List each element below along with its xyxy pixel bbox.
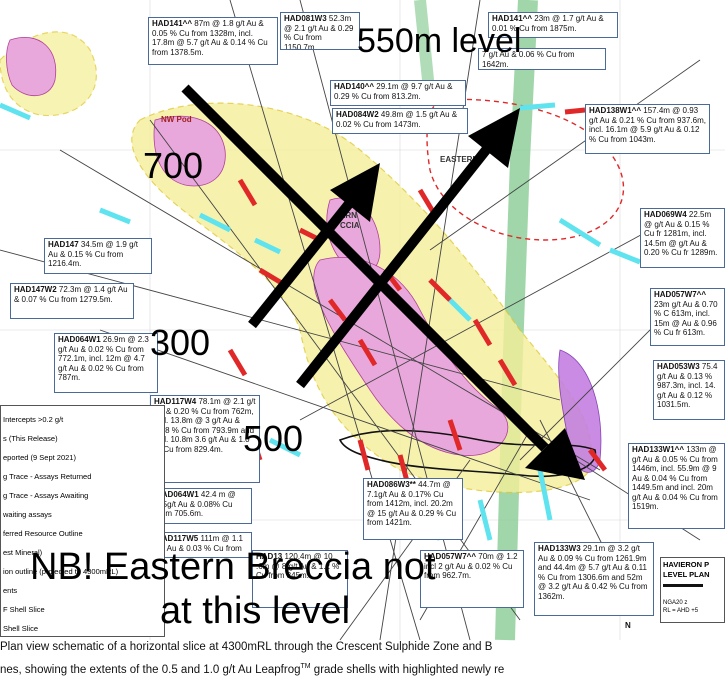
legend-item: Shell Slice [3,624,39,633]
legend-item: g Trace - Assays Awaiting [3,491,89,500]
arrow-head-500-icon [525,428,585,480]
callout-had117w5: HAD117W5 111m @ 1.1 g/t Au & 0.03 % Cu f… [152,532,252,558]
rl-label: RL = AHD +5 [663,608,699,614]
annotation-note-line2: at this level [160,590,351,632]
callout-had057w7: HAD057W7^^ 23m g/t Au & 0.70 % C 613m, i… [650,288,725,346]
callout-had053w3: HAD053W3 75.4 g/t Au & 0.13 % 987.3m, in… [653,360,725,420]
arrow-head-700-icon [468,108,520,168]
callout-had064w1: HAD064W1 26.9m @ 2.3 g/t Au & 0.02 % Cu … [54,333,158,393]
annotation-550m-level: 550m level [357,22,522,60]
map-legend: Intercepts >0.2 g/t s (This Release) epo… [0,405,165,637]
arrow-head-300-icon [330,163,380,222]
eastern-label: EASTERN [440,155,478,164]
callout-had057w7b: HAD057W7^^ 70m @ 1.2 incl 2 g/t Au & 0.0… [420,550,524,608]
callout-had141c: 7 g/t Au & 0.06 % Cu from 1642m. [478,48,606,70]
callout-had138w1: HAD138W1^^ 157.4m @ 0.93 g/t Au & 0.21 %… [585,104,710,154]
callout-had141b: HAD141^^ 23m @ 1.7 g/t Au & 0.01 % Cu fr… [488,12,618,38]
breccia-outline [426,98,625,241]
legend-item: ion outline (projected to 4300mRL) [3,567,119,576]
annotation-note-line1: NB! Eastern Breccia not [30,546,436,588]
north-symbol: N [625,621,631,630]
legend-item: est Mineral) [3,548,43,557]
annotation-500: 500 [243,418,304,459]
plan-title-line2: LEVEL PLAN [663,570,710,579]
figure-caption: Plan view schematic of a horizontal slic… [0,638,725,680]
callout-had086w3: HAD086W3** 44.7m @ 7.1g/t Au & 0.17% Cu … [363,478,463,540]
scale-label: NGA20 z [663,600,688,606]
callout-had13x: HAD13 120.4m @ 10 .6m @ 8 g/t Au & 1.2 %… [252,550,348,608]
callout-had064w1b: HAD064W1 42.4 m @ 2.5g/t Au & 0.08% Cu f… [152,488,252,524]
callout-had140: HAD140^^ 29.1m @ 9.7 g/t Au & 0.29 % Cu … [330,80,466,106]
legend-item: waiting assays [3,510,52,519]
callout-had081w3: HAD081W3 52.3m @ 2.1 g/t Au & 0.29 % Cu … [280,12,360,50]
resource-outline [338,429,597,478]
annotation-700: 700 [143,145,204,186]
scale-bar [663,584,703,599]
callout-had147w2: HAD147W2 72.3m @ 1.4 g/t Au & 0.07 % Cu … [10,283,134,319]
nw-pod-label: NW Pod [161,115,192,124]
plan-title-line1: HAVIERON P [663,560,710,569]
annotation-arrows [181,84,585,480]
callout-had117w4: HAD117W4 78.1m @ 2.1 g/t Au & 0.20 % Cu … [150,395,260,483]
annotation-300: 300 [150,322,211,363]
caption-line1: Plan view schematic of a horizontal slic… [0,641,493,653]
legend-item: eported (9 Sept 2021) [3,453,76,462]
callout-had084w2: HAD084W2 49.8m @ 1.5 g/t Au & 0.02 % Cu … [332,108,468,134]
legend-item: F Shell Slice [3,605,45,614]
callout-had141: HAD141^^ 87m @ 1.8 g/t Au & 0.05 % Cu fr… [148,17,278,65]
breccia-fragment-1: ERN [340,211,357,220]
legend-item: g Trace - Assays Returned [3,472,92,481]
callout-had147: HAD147 34.5m @ 1.9 g/t Au & 0.15 % Cu fr… [44,238,152,274]
legend-item: Intercepts >0.2 g/t [3,415,64,424]
legend-item: ferred Resource Outline [3,529,83,538]
legend-item: ents [3,586,18,595]
caption-line2: nes, showing the extents of the 0.5 and … [0,663,505,676]
legend-item: s (This Release) [3,434,58,443]
breccia-fragment-2: CCIA [340,221,360,230]
callout-had069w4: HAD069W4 22.5m @ g/t Au & 0.15 % Cu fr 1… [640,208,725,268]
callout-had133w3: HAD133W3 29.1m @ 3.2 g/t Au & 0.09 % Cu … [534,542,654,616]
callout-had133w1: HAD133W1^^ 133m @ g/t Au & 0.05 % Cu fro… [628,443,725,529]
plan-title-box: HAVIERON P LEVEL PLAN NGA20 z RL = AHD +… [660,557,725,623]
